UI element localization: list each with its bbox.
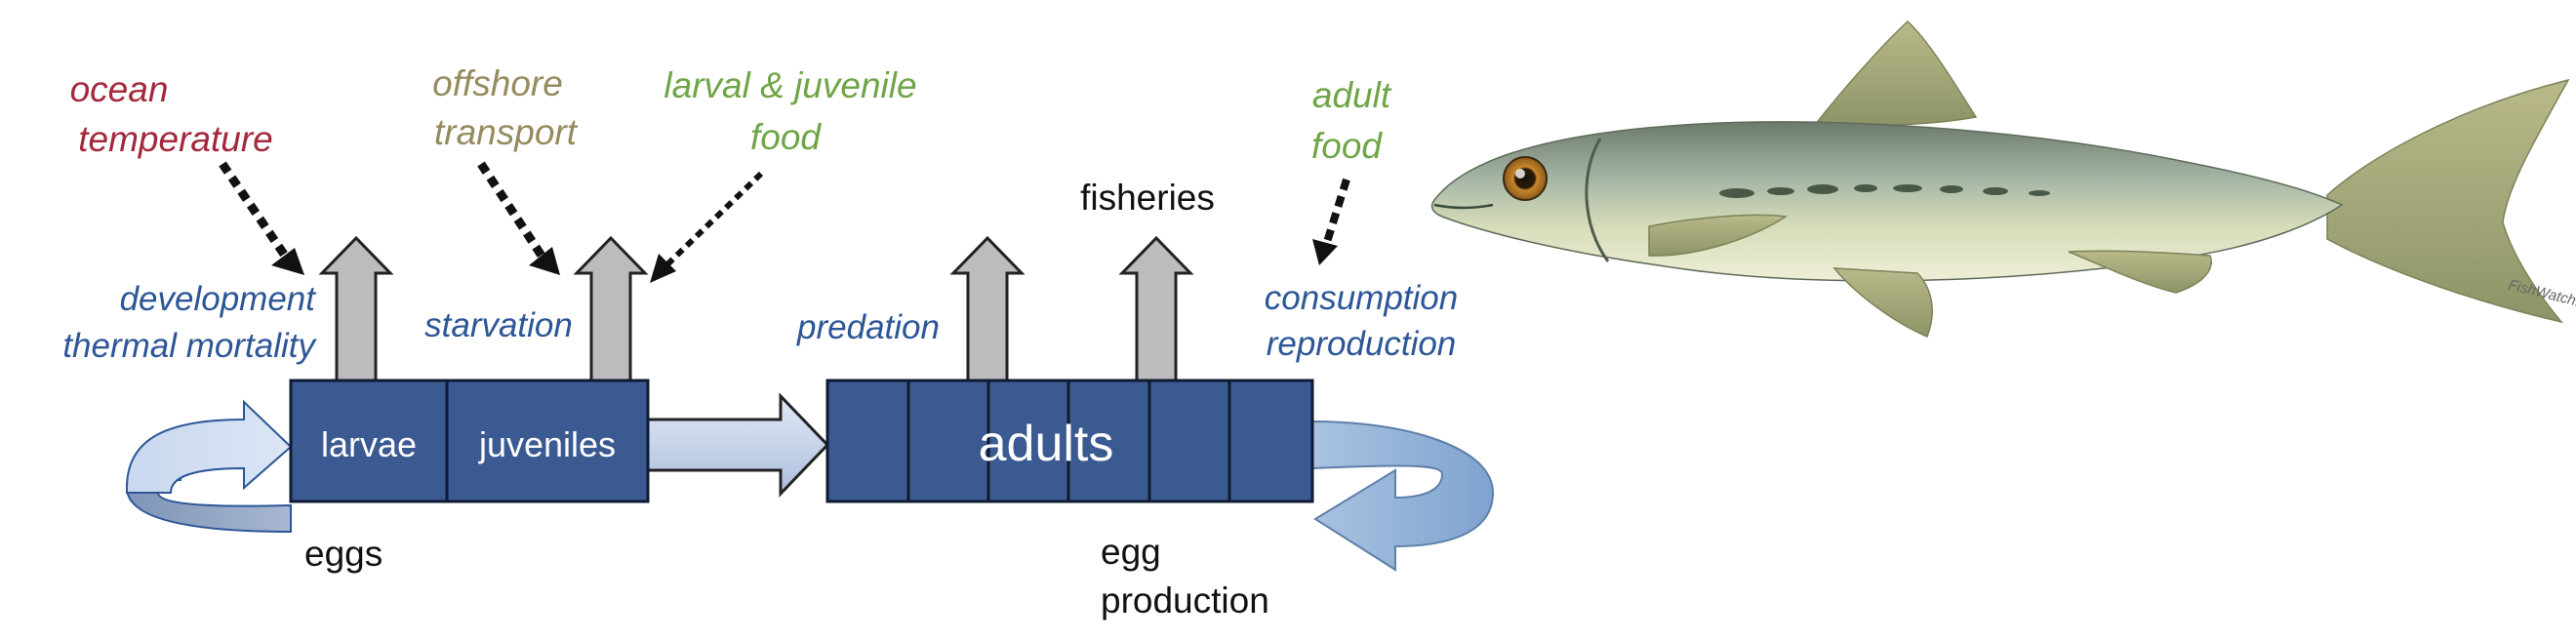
driver-fisheries: fisheries — [1080, 178, 1215, 218]
stage-juveniles-label: juveniles — [478, 424, 616, 464]
driver-larval-juvenile-food: larval & juvenile food — [664, 65, 916, 157]
driver-ocean-temperature-line1: ocean — [70, 69, 169, 109]
driver-ocean-temperature-line2: temperature — [78, 119, 273, 159]
fish-pelvic-fin — [1832, 267, 1933, 338]
process-predation: predation — [796, 308, 940, 346]
loop-egg-production-line2: production — [1101, 580, 1269, 620]
driver-arrow-transport — [477, 161, 560, 275]
process-thermal-mortality: thermal mortality — [62, 327, 317, 365]
stage-adults — [825, 379, 1314, 503]
fish-lateral-stripe — [1719, 184, 2050, 198]
process-reproduction: reproduction — [1267, 325, 1457, 363]
fish-anal-fin — [2068, 250, 2212, 294]
stage-larvae — [289, 379, 449, 503]
driver-arrows — [219, 161, 1350, 283]
loop-egg-production-label: egg production — [1101, 532, 1269, 620]
driver-arrow-adult-food — [1312, 178, 1350, 265]
stage-juveniles — [445, 379, 650, 503]
driver-offshore-transport: offshore transport — [432, 63, 579, 152]
process-starvation: starvation — [424, 306, 573, 344]
process-development: development — [120, 280, 317, 318]
fish-eye — [1503, 156, 1548, 201]
loss-arrow-fisheries — [1118, 235, 1194, 382]
driver-offshore-transport-line2: transport — [434, 112, 579, 152]
driver-arrow-larval-food — [650, 171, 764, 283]
loss-arrows — [318, 235, 1194, 382]
loss-arrow-larvae — [318, 235, 394, 382]
process-consumption: consumption — [1265, 279, 1458, 317]
stage-larvae-label: larvae — [321, 424, 417, 464]
driver-larval-juvenile-food-line1: larval & juvenile — [664, 65, 916, 105]
driver-larval-juvenile-food-line2: food — [750, 117, 822, 157]
stage-adults-label: adults — [979, 416, 1114, 472]
eggs-loop-arrow — [125, 399, 293, 534]
fish-illustration: FishWatch.gov — [1430, 20, 2576, 338]
driver-adult-food: adult food — [1311, 75, 1392, 166]
fish-tail — [2326, 78, 2570, 324]
egg-production-loop-arrow — [1311, 420, 1495, 572]
stage-boxes — [289, 379, 1314, 503]
driver-offshore-transport-line1: offshore — [432, 63, 563, 103]
process-adults-gain: consumption reproduction — [1265, 279, 1458, 363]
loop-eggs-label: eggs — [304, 534, 382, 574]
driver-ocean-temperature: ocean temperature — [70, 69, 273, 159]
fish-dorsal-fin — [1813, 20, 1978, 127]
driver-arrow-temperature — [219, 161, 304, 275]
flow-arrow-juveniles-adults — [642, 392, 830, 498]
fish-pectoral-fin — [1648, 214, 1789, 257]
fish-gill — [1585, 138, 1610, 262]
loss-arrow-predation — [949, 235, 1026, 382]
loop-egg-production-line1: egg — [1101, 532, 1161, 572]
driver-adult-food-line1: adult — [1312, 75, 1392, 115]
loss-arrow-juveniles — [573, 235, 649, 382]
driver-adult-food-line2: food — [1311, 126, 1383, 166]
fish-mouth — [1433, 203, 1494, 210]
process-larvae: development thermal mortality — [62, 280, 317, 365]
